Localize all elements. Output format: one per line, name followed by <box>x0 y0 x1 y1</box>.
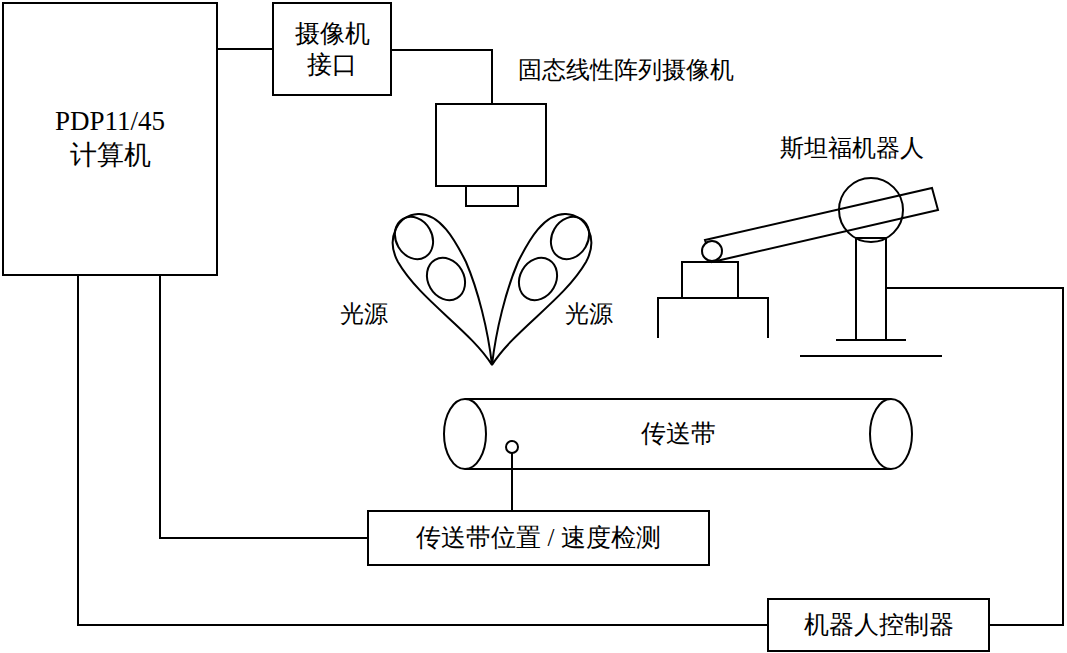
interface-box: 摄像机 接口 <box>272 2 392 96</box>
light-lamp <box>543 210 596 266</box>
part-label: 光源 <box>340 300 388 329</box>
node-text: 摄像机 接口 <box>285 18 380 81</box>
robot-wire <box>886 288 1063 625</box>
wire-line <box>160 276 367 538</box>
robot-pillar <box>856 238 886 340</box>
wire <box>78 276 767 625</box>
part-label: 斯坦福机器人 <box>780 134 924 163</box>
wire <box>512 470 513 510</box>
wire <box>218 49 272 50</box>
node-text: 传送带位置 / 速度检测 <box>416 522 660 553</box>
node-text: PDP11/45 计算机 <box>45 105 175 173</box>
light-lamp <box>511 251 564 307</box>
controller-box: 机器人控制器 <box>767 598 990 652</box>
part-label: 光源 <box>565 300 613 329</box>
robot-base <box>836 339 906 341</box>
camera-wire <box>392 50 492 104</box>
work-table <box>658 298 768 338</box>
workpiece <box>682 262 738 298</box>
robot-arm <box>705 188 938 262</box>
robot-joint <box>839 178 903 242</box>
camera-body <box>436 104 546 186</box>
conveyor: 传送带 <box>443 398 913 470</box>
robot-gripper <box>702 241 722 261</box>
computer-box: PDP11/45 计算机 <box>2 2 218 276</box>
light-beam <box>492 214 591 365</box>
detector-box: 传送带位置 / 速度检测 <box>367 510 710 566</box>
wire-line <box>511 470 513 510</box>
node-text: 机器人控制器 <box>804 609 954 640</box>
light-beam <box>393 214 492 365</box>
wire-line <box>218 48 272 50</box>
light-lamp <box>419 251 472 307</box>
wire <box>160 276 367 538</box>
robot-base <box>800 355 942 357</box>
light-lamp <box>387 210 440 266</box>
wire-line <box>78 276 767 625</box>
node-text: 传送带 <box>641 418 716 449</box>
part-label: 固态线性阵列摄像机 <box>518 56 734 85</box>
camera-lens <box>466 186 518 206</box>
